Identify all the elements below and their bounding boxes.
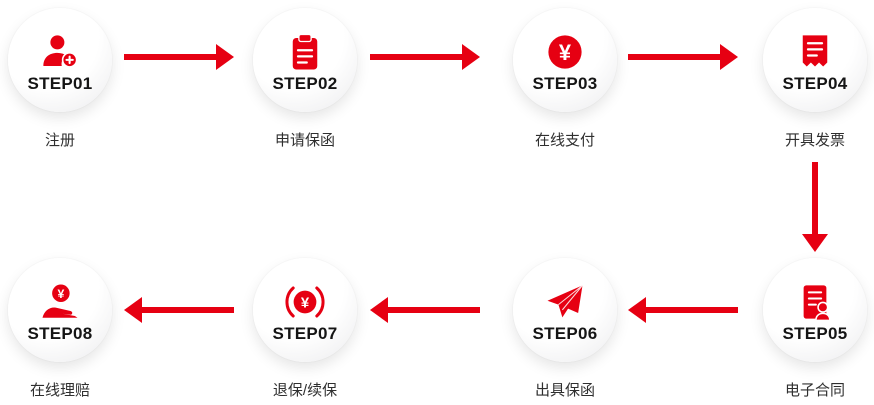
arrow-shaft [124,54,219,60]
step-circle: STEP01 [8,8,112,112]
arrow-head-left-icon [124,297,142,323]
arrow-head-left-icon [628,297,646,323]
step-id: STEP02 [272,73,338,93]
arrow-head-right-icon [462,44,480,70]
arrow-shaft [812,162,818,237]
step-node-01: STEP01 注册 [0,8,120,150]
step-label: 在线理赔 [29,382,90,399]
arrow-head-right-icon [720,44,738,70]
step-node-04: STEP04 开具发票 [755,8,874,150]
yuan-renew-icon: ¥ [285,286,325,317]
svg-text:¥: ¥ [301,295,310,311]
arrow-shaft [643,307,738,313]
step-label: 开具发票 [784,132,845,149]
svg-text:¥: ¥ [57,287,64,301]
step-circle: ¥ STEP08 [8,258,112,362]
arrow-shaft [139,307,234,313]
step-id: STEP04 [782,73,848,93]
step-id: STEP05 [782,323,848,343]
step-label: 注册 [44,132,75,149]
invoice-icon [802,34,828,66]
step-node-05: STEP05 电子合同 [755,258,874,400]
step-circle: STEP05 [763,258,867,362]
arrow-step07-step08 [124,297,234,323]
arrow-head-left-icon [370,297,388,323]
arrow-step02-step03 [370,44,480,70]
step-id: STEP01 [27,73,93,93]
arrow-shaft [628,54,723,60]
step-label: 申请保函 [274,132,335,149]
arrow-step06-step07 [370,297,480,323]
contract-icon [803,284,831,321]
arrow-shaft [385,307,480,313]
step-label: 在线支付 [534,132,595,149]
step-node-06: STEP06 出具保函 [505,258,625,400]
arrow-shaft [370,54,465,60]
step-label: 退保/续保 [272,382,338,399]
step-circle: ¥ STEP03 [513,8,617,112]
arrow-step05-step06 [628,297,738,323]
step-label: 电子合同 [784,382,845,399]
step-circle: ¥ STEP07 [253,258,357,362]
svg-text:¥: ¥ [559,39,572,64]
step-circle: STEP02 [253,8,357,112]
step-id: STEP07 [272,323,338,343]
step-id: STEP03 [532,73,598,93]
arrow-head-down-icon [802,234,828,252]
step-node-08: ¥ STEP08 在线理赔 [0,258,120,400]
step-node-02: STEP02 申请保函 [245,8,365,150]
arrow-step01-step02 [124,44,234,70]
step-label: 出具保函 [534,382,595,399]
arrow-head-right-icon [216,44,234,70]
step-circle: STEP04 [763,8,867,112]
paper-plane-icon [547,284,583,317]
step-node-07: ¥ STEP07 退保/续保 [245,258,365,400]
clipboard-icon [292,33,318,69]
yuan-coin-icon: ¥ [548,34,582,69]
step-id: STEP06 [532,323,598,343]
step-id: STEP08 [27,323,93,343]
step-node-03: ¥ STEP03 在线支付 [505,8,625,150]
arrow-step03-step04 [628,44,738,70]
step-circle: STEP06 [513,258,617,362]
hand-coin-icon: ¥ [42,284,78,318]
arrow-step04-step05 [802,162,828,252]
user-add-icon [43,34,78,68]
